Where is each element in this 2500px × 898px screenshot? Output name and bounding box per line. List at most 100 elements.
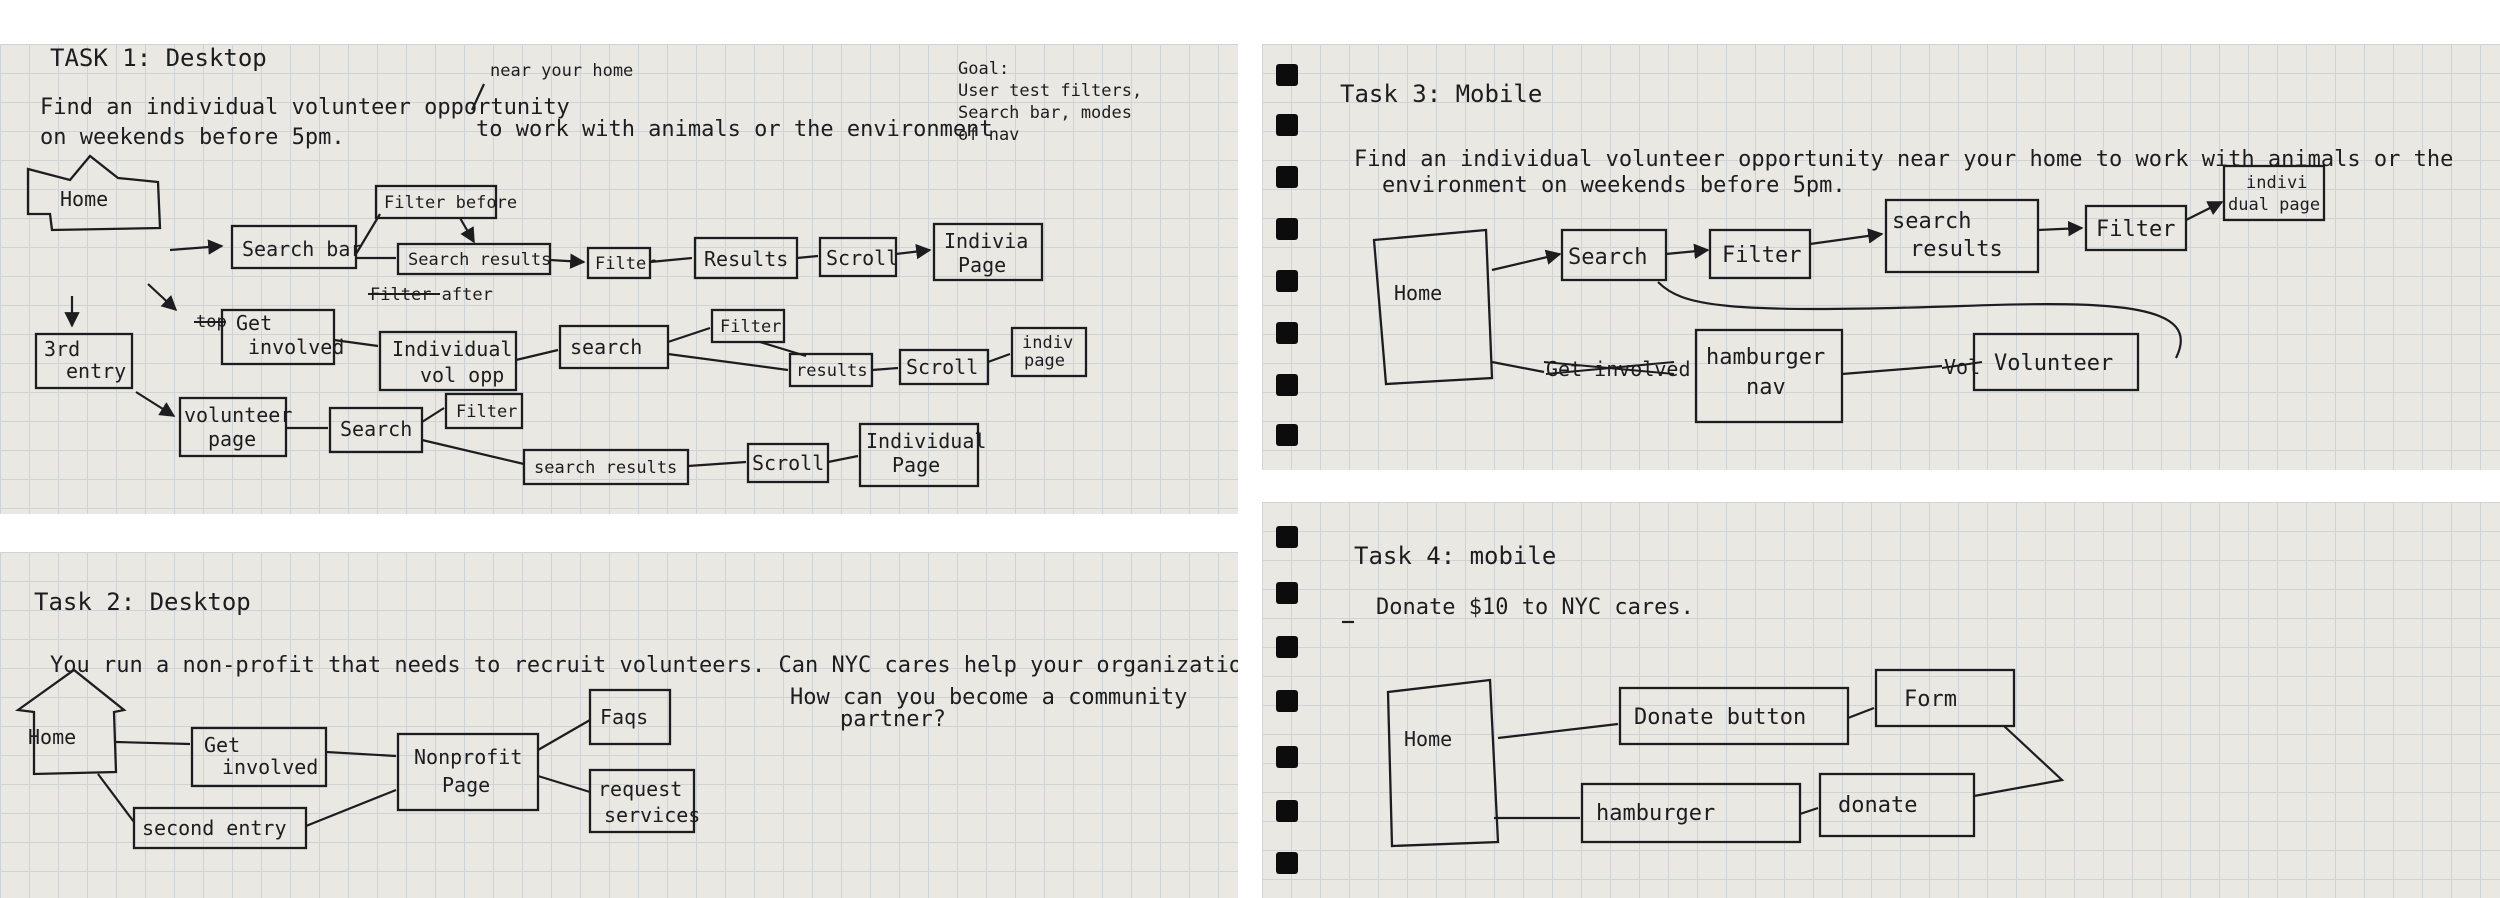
- svg-text:Filter: Filter: [720, 317, 781, 337]
- svg-text:second entry: second entry: [142, 816, 287, 840]
- task2-panel: Task 2: Desktop You run a non-profit tha…: [0, 552, 1238, 898]
- task1-desc-insert: near your home: [490, 61, 633, 81]
- svg-text:indivi: indivi: [2246, 173, 2307, 193]
- task3-panel: Task 3: Mobile Find an individual volunt…: [1262, 44, 2500, 470]
- task4-node-donate: donate: [1818, 772, 1976, 838]
- svg-text:entry: entry: [66, 359, 126, 383]
- svg-text:3rd: 3rd: [44, 337, 80, 361]
- svg-text:Page: Page: [442, 773, 490, 797]
- svg-text:Filter: Filter: [2096, 217, 2175, 242]
- task1-node-home: Home: [26, 154, 162, 232]
- task4-node-donate-button: Donate button: [1618, 686, 1850, 746]
- task3-node-volunteer: Volunteer: [1972, 332, 2140, 392]
- svg-text:donate: donate: [1838, 793, 1917, 818]
- task3-node-search-results: search results: [1884, 198, 2040, 274]
- task1-node-search-c: Search: [328, 406, 424, 454]
- task2-diagram: Task 2: Desktop You run a non-profit tha…: [14, 588, 1238, 850]
- svg-text:vol opp: vol opp: [420, 363, 504, 387]
- svg-text:Goal:: Goal:: [958, 59, 1009, 79]
- svg-text:Faqs: Faqs: [600, 705, 648, 729]
- svg-text:Page: Page: [958, 253, 1006, 277]
- svg-text:nav: nav: [1746, 375, 1786, 400]
- svg-text:Nonprofit: Nonprofit: [414, 745, 522, 769]
- insert-caret: [471, 83, 485, 111]
- svg-text:Page: Page: [892, 453, 940, 477]
- svg-text:Search results: Search results: [408, 250, 551, 270]
- task1-diagram: TASK 1: Desktop Find an individual volun…: [26, 44, 1142, 488]
- svg-text:Scroll: Scroll: [906, 355, 978, 379]
- svg-text:Individual: Individual: [866, 429, 986, 453]
- svg-text:Volunteer: Volunteer: [1994, 351, 2113, 376]
- svg-text:page: page: [208, 427, 256, 451]
- task4-edges: [1494, 706, 2065, 820]
- task1-desc-line1: Find an individual volunteer opportunity: [40, 95, 570, 120]
- task3-node-filter-b: Filter: [2084, 204, 2188, 252]
- svg-text:Individual: Individual: [392, 337, 512, 361]
- svg-text:request: request: [598, 777, 682, 801]
- task2-node-get-involved: Get involved: [190, 726, 328, 788]
- task1-node-results-b: results: [788, 352, 874, 388]
- task1-desc-line1b: to work with animals or the environment: [476, 117, 993, 142]
- task3-node-search: Search: [1560, 228, 1668, 282]
- svg-text:search: search: [570, 335, 642, 359]
- task4-panel: Task 4: mobile Donate $10 to NYC cares. …: [1262, 502, 2500, 898]
- task1-node-search-b: search: [558, 324, 670, 370]
- svg-text:involved: involved: [248, 335, 344, 359]
- task1-node-filter-c: Filter: [444, 392, 524, 430]
- task1-filter-after-struck: Filter after: [368, 285, 493, 305]
- svg-text:Filter: Filter: [456, 402, 517, 422]
- task3-diagram: Task 3: Mobile Find an individual volunt…: [1276, 64, 2453, 446]
- svg-text:Filter before: Filter before: [384, 193, 517, 213]
- task1-node-search-bar: Search bar: [230, 224, 362, 270]
- task1-node-filter-b: Filter: [710, 308, 786, 344]
- svg-text:search: search: [1892, 209, 1971, 234]
- task2-node-home: Home: [14, 668, 127, 776]
- task1-goal: Goal: User test filters, Search bar, mod…: [958, 59, 1142, 145]
- task3-edges: [1491, 201, 2224, 376]
- svg-text:indiv: indiv: [1022, 333, 1073, 353]
- task3-volunteer-struck: Vol: [1941, 355, 1983, 379]
- task2-node-second-entry: second entry: [132, 806, 308, 850]
- task1-desc-line2: on weekends before 5pm.: [40, 125, 345, 150]
- svg-text:Get: Get: [236, 311, 272, 335]
- task1-node-third-entry: 3rd entry: [34, 332, 134, 390]
- task3-get-involved-struck: Get involved: [1543, 357, 1691, 381]
- svg-text:User test filters,: User test filters,: [958, 81, 1142, 101]
- svg-text:hamburger: hamburger: [1596, 801, 1715, 826]
- task3-node-hamburger-nav: hamburger nav: [1694, 328, 1844, 424]
- svg-text:involved: involved: [222, 755, 318, 779]
- svg-text:Search bar: Search bar: [242, 237, 362, 261]
- task1-node-individual-vol-opp: Individual vol opp: [378, 330, 518, 392]
- spiral-holes-2: [1276, 526, 1298, 874]
- svg-text:page: page: [1024, 351, 1065, 371]
- svg-text:Home: Home: [28, 725, 76, 749]
- svg-text:Home: Home: [1404, 727, 1452, 751]
- task1-panel: TASK 1: Desktop Find an individual volun…: [0, 44, 1238, 514]
- svg-text:services: services: [604, 803, 700, 827]
- task2-desc: You run a non-profit that needs to recru…: [50, 653, 1238, 678]
- task2-node-faqs: Faqs: [588, 688, 672, 746]
- svg-text:dual page: dual page: [2228, 195, 2320, 215]
- task1-node-indiv-page: Indivia Page: [932, 222, 1044, 282]
- task2-title: Task 2: Desktop: [34, 588, 251, 616]
- svg-text:hamburger: hamburger: [1706, 345, 1825, 370]
- task4-node-home: Home: [1386, 678, 1500, 848]
- task3-title: Task 3: Mobile: [1340, 80, 1542, 108]
- svg-text:Home: Home: [60, 187, 108, 211]
- svg-text:search results: search results: [534, 458, 677, 478]
- svg-text:Search bar, modes: Search bar, modes: [958, 103, 1132, 123]
- task1-node-scroll-a: Scroll: [818, 236, 898, 278]
- task1-node-get-involved: top Get involved: [194, 308, 344, 366]
- task2-question-line2: partner?: [840, 707, 946, 732]
- task4-diagram: Task 4: mobile Donate $10 to NYC cares. …: [1276, 526, 2065, 874]
- task3-node-indivi-page: indivi dual page: [2222, 164, 2326, 222]
- task1-node-filter-a: Filter: [586, 246, 656, 280]
- task1-node-scroll-c: Scroll: [746, 442, 830, 484]
- task1-node-search-results-c: search results: [522, 448, 690, 486]
- task2-node-request-services: request services: [588, 768, 700, 834]
- task1-node-search-results: Search results: [396, 242, 551, 276]
- svg-text:results: results: [796, 361, 868, 381]
- svg-text:Donate button: Donate button: [1634, 705, 1806, 730]
- svg-text:Filter: Filter: [1722, 243, 1801, 268]
- task1-node-results: Results: [693, 236, 799, 280]
